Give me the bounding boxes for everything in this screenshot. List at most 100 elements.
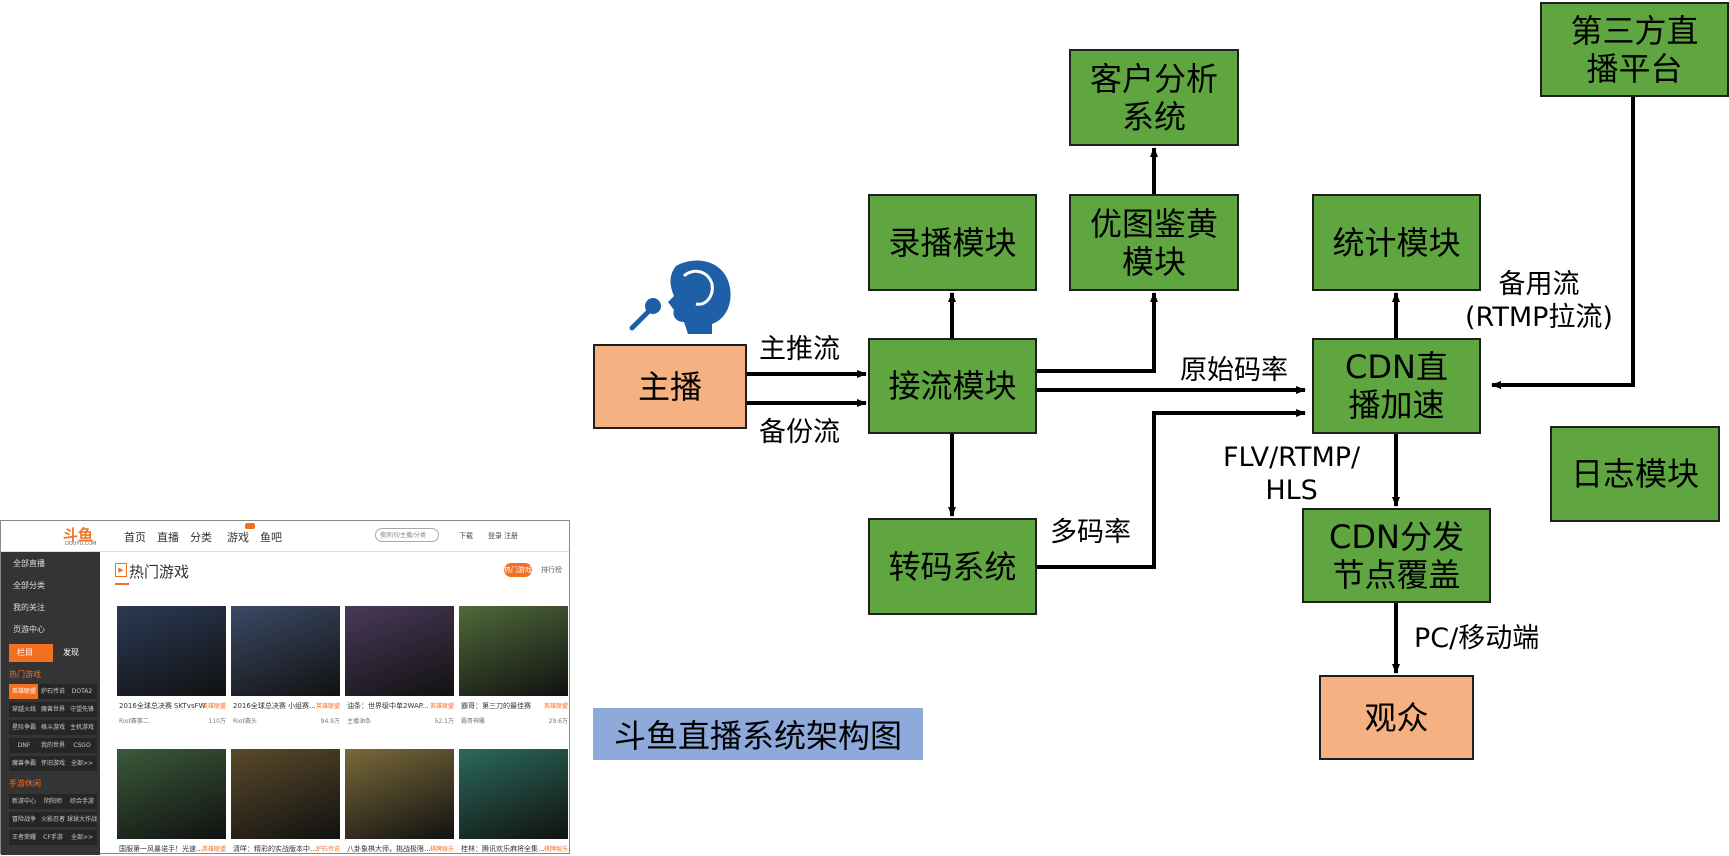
stream-card[interactable]: 八卦象棋大师，挑战极限...棋牌娱乐 [345, 749, 454, 853]
node-anchor: 主播 [593, 344, 747, 429]
node-youtu-module: 优图鉴黄 模块 [1069, 194, 1239, 291]
stream-card[interactable]: 清咩：精彩的实战版本中...炉石传说 [231, 749, 340, 853]
stream-thumbnail[interactable] [117, 749, 226, 839]
stream-thumbnail[interactable] [345, 749, 454, 839]
site-logo[interactable]: 斗鱼 [63, 526, 94, 544]
sidebar-game-item[interactable]: 魔兽争霸 [9, 756, 39, 771]
hot-games-button[interactable]: 热门游戏 [504, 563, 532, 577]
stream-viewers: 94.9万 [320, 718, 340, 725]
stream-thumbnail[interactable] [231, 606, 340, 696]
sidebar-game-item[interactable]: CF手游 [38, 830, 68, 845]
microphone-icon [629, 298, 661, 331]
download-link[interactable]: 下载 [459, 532, 473, 540]
sidebar-game-item[interactable]: 我的世界 [38, 738, 68, 753]
stream-author: Riot赛事二 [119, 718, 149, 725]
sidebar-tab-discover[interactable]: 发现 [63, 648, 79, 657]
sidebar-game-item[interactable]: 综合手游 [67, 794, 97, 809]
sidebar-game-item[interactable]: CSGO [67, 738, 97, 753]
sidebar-webgame-center[interactable]: 页游中心 [13, 625, 45, 634]
sidebar-game-item[interactable]: DOTA2 [67, 684, 97, 699]
stream-category: 英雄联盟 [543, 703, 568, 710]
nav-home[interactable]: 首页 [124, 531, 146, 544]
label-original-bitrate: 原始码率 [1180, 355, 1288, 386]
stream-category: 英雄联盟 [201, 703, 226, 710]
sidebar-following[interactable]: 我的关注 [13, 603, 45, 612]
nav-live[interactable]: 直播 [157, 531, 179, 544]
sidebar-tab-columns[interactable]: 栏目 [9, 644, 53, 662]
site-top-bar [1, 521, 569, 552]
register-link[interactable]: 注册 [504, 532, 518, 540]
node-transcode-system: 转码系统 [868, 518, 1037, 615]
stream-category: 棋牌娱乐 [543, 846, 568, 853]
sidebar-game-item[interactable]: 怀旧游戏 [38, 756, 68, 771]
stream-author: 主播油条 [347, 718, 372, 725]
douyu-website-screenshot: 斗鱼 DOUYU.COM 首页 直播 分类 游戏 鱼吧 搜房间/主播/分类 下载… [0, 520, 570, 855]
stream-card[interactable]: 桂林：腾讯欢乐麻将全集...棋牌娱乐 [459, 749, 568, 853]
sidebar-game-item[interactable]: DNF [9, 738, 39, 753]
stream-viewers: 110万 [208, 718, 226, 725]
edge-backup-pull [1491, 97, 1635, 389]
ranking-button[interactable]: 排行榜 [541, 566, 562, 574]
site-search-input[interactable]: 搜房间/主播/分类 [375, 528, 439, 542]
nav-games[interactable]: 游戏 [227, 531, 249, 544]
sidebar-game-item[interactable]: 新游中心 [9, 794, 39, 809]
sidebar-game-item[interactable]: 穿越火线 [9, 702, 39, 717]
sidebar-game-item[interactable]: 格斗游戏 [38, 720, 68, 735]
sidebar-game-item[interactable]: 守望先锋 [67, 702, 97, 717]
sidebar-game-item[interactable]: 冒险战争 [9, 812, 39, 827]
stream-title: 2016全球总决赛 小组赛... [233, 702, 316, 710]
nav-category[interactable]: 分类 [190, 531, 212, 544]
stream-title: 桂林：腾讯欢乐麻将全集... [461, 845, 545, 853]
stream-card[interactable]: 国服第一风暴诺手！光速...英雄联盟 [117, 749, 226, 853]
stream-category: 棋牌娱乐 [429, 846, 454, 853]
site-logo-subtitle: DOUYU.COM [65, 541, 97, 547]
sidebar-game-item[interactable]: 炉石传说 [38, 684, 68, 699]
node-cdn-acceleration: CDN直 播加速 [1312, 338, 1481, 434]
head-silhouette-icon [668, 260, 731, 334]
label-backup-pull: 备用流 (RTMP拉流) [1465, 269, 1613, 333]
diagram-caption: 斗鱼直播系统架构图 [593, 708, 923, 760]
stream-title: 八卦象棋大师，挑战极限... [347, 845, 431, 853]
node-stats-module: 统计模块 [1312, 194, 1481, 291]
play-icon: ▶ [115, 563, 127, 577]
label-backup-stream: 备份流 [759, 417, 840, 448]
stream-thumbnail[interactable] [345, 606, 454, 696]
sidebar-game-item[interactable]: 魔兽世界 [38, 702, 68, 717]
nav-fishbar[interactable]: 鱼吧 [260, 531, 282, 544]
label-protocols: FLV/RTMP/ HLS [1223, 442, 1361, 506]
login-link[interactable]: 登录 [488, 532, 502, 540]
sidebar-game-item[interactable]: 星际争霸 [9, 720, 39, 735]
sidebar-game-item[interactable]: 英雄联盟 [9, 684, 39, 699]
node-third-party-platform: 第三方直 播平台 [1540, 2, 1729, 97]
sidebar-all-categories[interactable]: 全部分类 [13, 581, 45, 590]
stream-category: 英雄联盟 [201, 846, 226, 853]
sidebar-game-item[interactable]: 主机游戏 [67, 720, 97, 735]
label-multi-bitrate: 多码率 [1050, 517, 1131, 548]
node-log-module: 日志模块 [1550, 426, 1720, 522]
stream-title: 2016全球总决赛 SKTvsFW [119, 702, 206, 710]
stream-thumbnail[interactable] [459, 606, 568, 696]
sidebar-all-live[interactable]: 全部直播 [13, 559, 45, 568]
sidebar-game-item[interactable]: 球球大作战 [67, 812, 97, 827]
sidebar-game-item[interactable]: 火影忍者 [38, 812, 68, 827]
node-record-module: 录播模块 [868, 194, 1037, 291]
sidebar-game-item[interactable]: 全部>> [67, 756, 97, 771]
stream-author: 霸哥神雕 [461, 718, 486, 725]
sidebar-game-item[interactable]: 阴阳师 [38, 794, 68, 809]
label-main-push: 主推流 [759, 334, 840, 365]
stream-title: 油条：世界级中单2WAP... [347, 702, 429, 710]
sidebar-game-item[interactable]: 王者荣耀 [9, 830, 39, 845]
stream-thumbnail[interactable] [117, 606, 226, 696]
stream-thumbnail[interactable] [231, 749, 340, 839]
edge-multi-bitrate [1037, 409, 1306, 569]
stream-title: 清咩：精彩的实战版本中... [233, 845, 317, 853]
stream-thumbnail[interactable] [459, 749, 568, 839]
section-underline [115, 583, 129, 585]
sidebar-game-item[interactable]: 全部>> [67, 830, 97, 845]
